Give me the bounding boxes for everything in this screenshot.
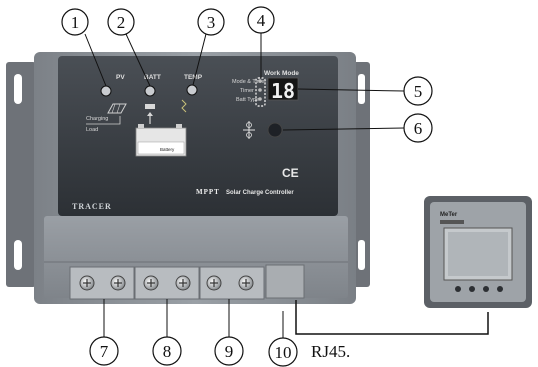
- batt-label: BATT: [144, 74, 161, 81]
- svg-text:2: 2: [117, 13, 126, 32]
- svg-text:7: 7: [100, 342, 109, 361]
- leader-lines: [84, 33, 405, 339]
- seven-segment-display: 18: [267, 77, 299, 103]
- mode-indicator-group: [255, 77, 266, 107]
- work-mode-item-mode-timer: Mode & Timer: [232, 79, 266, 85]
- callout-8: 8: [152, 336, 182, 366]
- mode-button-icon: [243, 121, 255, 139]
- work-mode-item-batt-type: Batt Type: [236, 97, 259, 103]
- callout-6: 6: [403, 113, 433, 143]
- remote-meter-button-2: [469, 286, 475, 292]
- brand-logo: TRACER: [72, 202, 112, 211]
- svg-text:1: 1: [71, 13, 80, 32]
- charging-label: Charging: [86, 116, 108, 122]
- callout-2: 2: [107, 8, 135, 36]
- svg-text:4: 4: [257, 11, 266, 30]
- callout-4: 4: [247, 6, 275, 34]
- display-value: 18: [271, 79, 295, 103]
- temperature-sensor-icon: [181, 99, 187, 113]
- battery-label: Battery: [160, 147, 175, 152]
- callout-7: 7: [89, 336, 119, 366]
- temp-label: TEMP: [184, 74, 203, 81]
- svg-text:8: 8: [163, 342, 172, 361]
- temp-indicator: TEMP: [184, 74, 203, 96]
- callout-9: 9: [214, 336, 244, 366]
- terminal-block-load[interactable]: [199, 266, 265, 300]
- terminal-block-pv[interactable]: [69, 266, 135, 300]
- mode-button[interactable]: [267, 122, 283, 138]
- callout-3: 3: [197, 8, 225, 36]
- load-label: Load: [86, 127, 98, 133]
- ce-mark: CE: [282, 166, 299, 180]
- rj45-label: RJ45.: [311, 342, 350, 361]
- svg-text:3: 3: [207, 13, 216, 32]
- svg-text:10: 10: [275, 343, 292, 362]
- work-mode-title: Work Mode: [264, 70, 299, 77]
- callout-10: 10: [268, 337, 298, 367]
- remote-meter-brand: MeTer: [440, 212, 458, 218]
- work-mode-item-timer: Timer: [240, 88, 254, 94]
- solar-panel-icon: [107, 103, 127, 114]
- product-name: MPPT Solar Charge Controller: [196, 188, 294, 196]
- pv-indicator: PV: [100, 74, 125, 97]
- callout-5: 5: [403, 76, 433, 106]
- svg-text:CE: CE: [282, 166, 299, 180]
- remote-meter-button-3: [483, 286, 489, 292]
- load-graphic: Charging Load: [86, 116, 121, 133]
- callout-1: 1: [61, 8, 89, 36]
- batt-indicator: BATT: [144, 74, 161, 97]
- svg-text:5: 5: [414, 82, 423, 101]
- svg-text:6: 6: [414, 119, 423, 138]
- pv-label: PV: [116, 74, 125, 81]
- remote-meter-button-1: [455, 286, 461, 292]
- rj45-cable: [295, 300, 489, 335]
- svg-text:9: 9: [225, 342, 234, 361]
- product-line: MPPT: [196, 188, 220, 196]
- right-mount-bracket: [352, 62, 370, 287]
- battery-graphic: Battery: [135, 104, 187, 157]
- terminal-block-battery[interactable]: [134, 266, 200, 300]
- rj45-port[interactable]: [265, 264, 305, 299]
- remote-meter: MeTer: [424, 196, 532, 308]
- left-mount-bracket: [6, 62, 36, 287]
- product-text: Solar Charge Controller: [226, 190, 294, 196]
- work-mode-section: Work Mode Mode & Timer Timer Batt Type: [232, 70, 299, 107]
- remote-meter-button-4: [497, 286, 503, 292]
- svg-text:TRACER: TRACER: [72, 202, 112, 211]
